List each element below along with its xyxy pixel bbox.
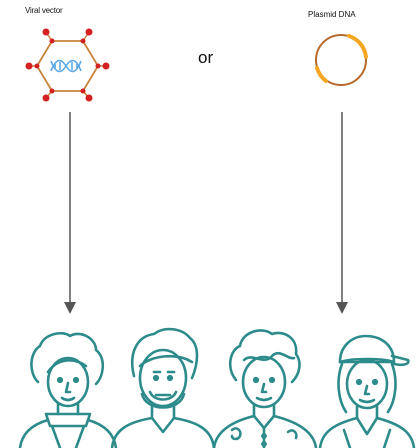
person-curly-hair-icon — [18, 332, 118, 448]
plasmid-icon — [315, 34, 368, 86]
virus-icon — [25, 28, 110, 102]
viral-vector-label: Viral vector — [25, 6, 63, 15]
plasmid-dna-label: Plasmid DNA — [308, 10, 356, 19]
person-wavy-hair-icon — [212, 329, 318, 448]
arrow-right — [336, 112, 348, 314]
arrow-left — [64, 112, 76, 314]
or-label: or — [198, 48, 214, 67]
dna-helix-icon — [50, 59, 82, 73]
person-cap-icon — [318, 334, 416, 448]
person-beard-icon — [110, 327, 216, 448]
